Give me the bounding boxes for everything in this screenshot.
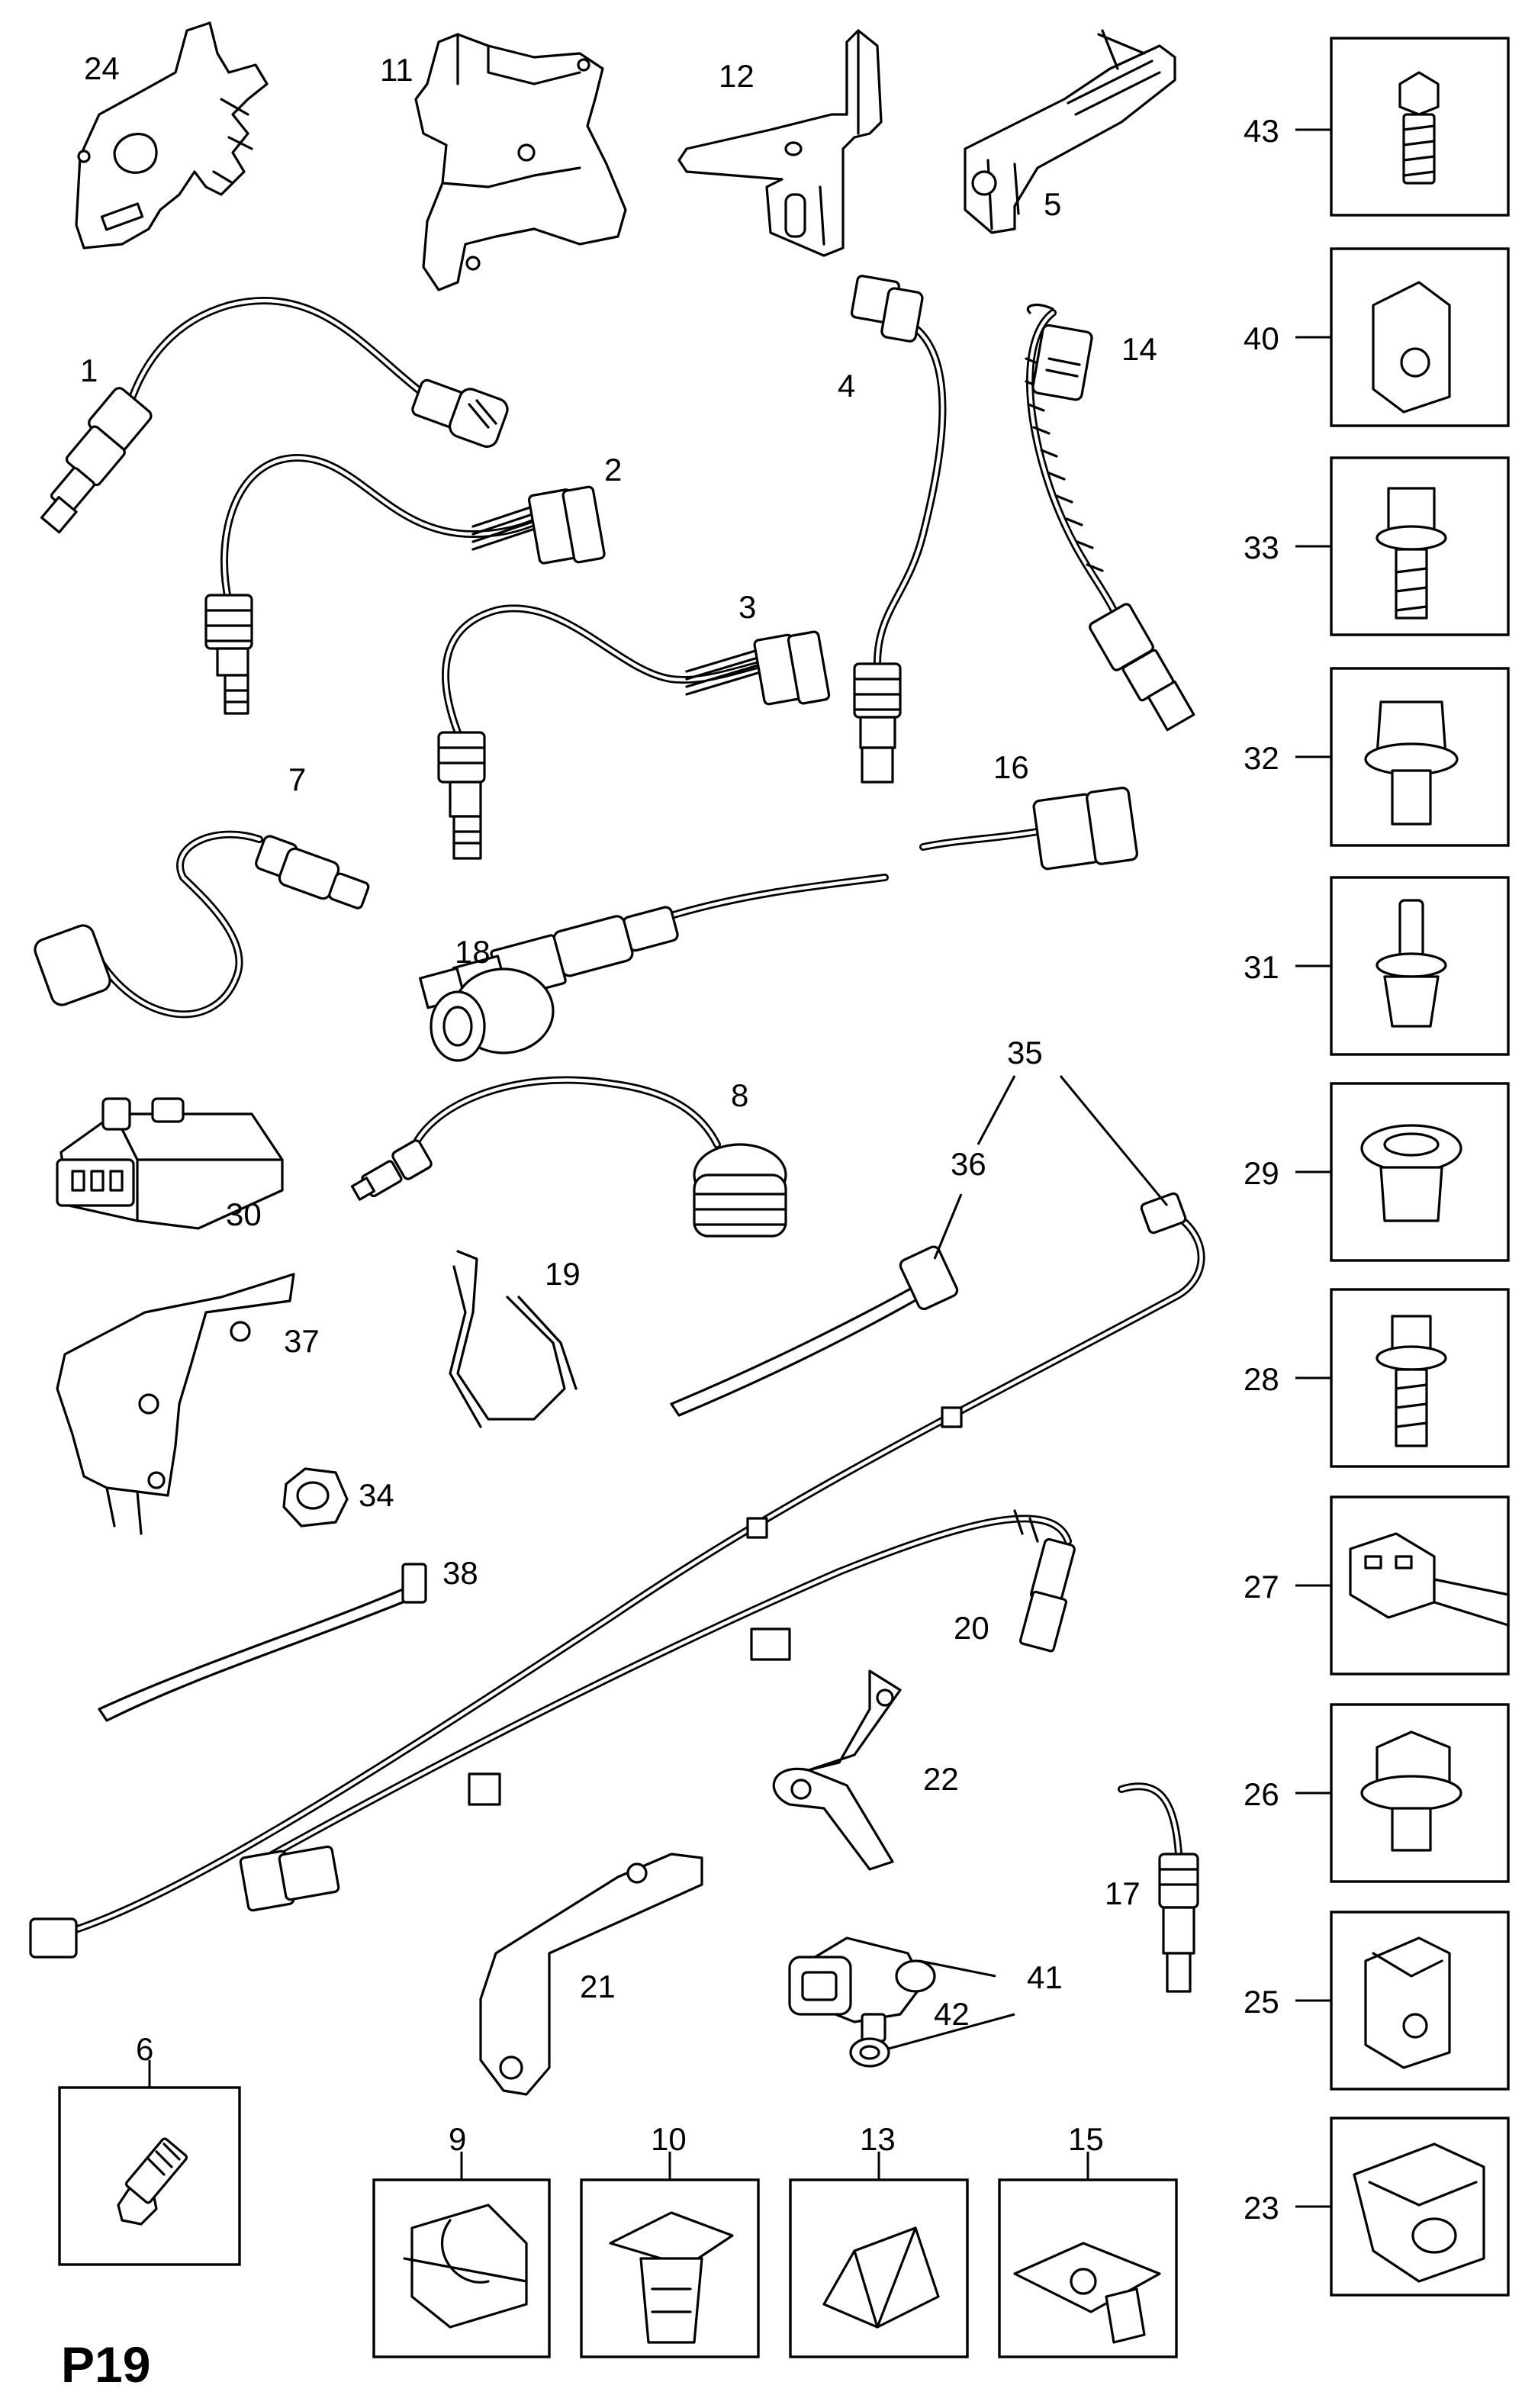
part-17-lambda-sensor[interactable] xyxy=(1118,1782,1199,1993)
callout-3: 3 xyxy=(738,589,756,625)
box-32[interactable] xyxy=(1330,667,1510,847)
callout-7: 7 xyxy=(288,761,306,797)
callout-4: 4 xyxy=(838,368,855,404)
callout-10: 10 xyxy=(651,2121,687,2157)
part-11-bracket[interactable] xyxy=(414,33,627,291)
callout-1: 1 xyxy=(80,353,98,388)
part-41-sensor[interactable] xyxy=(788,1936,936,2043)
callout-38: 38 xyxy=(442,1555,478,1591)
callout-25: 25 xyxy=(1244,1984,1279,2020)
callout-37: 37 xyxy=(284,1323,320,1359)
callout-43: 43 xyxy=(1244,113,1279,149)
part-12-bracket[interactable] xyxy=(677,29,883,257)
callout-28: 28 xyxy=(1244,1361,1279,1397)
callout-34: 34 xyxy=(359,1477,394,1513)
part-20-exhaust-sensor[interactable] xyxy=(239,1509,1076,1912)
callout-17: 17 xyxy=(1105,1875,1141,1911)
box-15[interactable] xyxy=(998,2178,1178,2358)
part-14-lambda-sensor[interactable] xyxy=(1025,303,1195,732)
box-25[interactable] xyxy=(1330,1911,1510,2091)
callout-22: 22 xyxy=(923,1761,959,1797)
part-2-lambda-sensor[interactable] xyxy=(204,453,606,715)
part-21-bracket[interactable] xyxy=(479,1853,703,2096)
callout-33: 33 xyxy=(1244,530,1279,565)
callout-41: 41 xyxy=(1027,1959,1063,1995)
leader-lines xyxy=(148,128,1331,2208)
part-24-bracket[interactable] xyxy=(75,21,269,249)
box-29[interactable] xyxy=(1330,1082,1510,1262)
box-31[interactable] xyxy=(1330,876,1510,1056)
box-40[interactable] xyxy=(1330,247,1510,427)
part-37-bracket[interactable] xyxy=(56,1273,295,1535)
callout-11: 11 xyxy=(380,52,413,88)
callout-23: 23 xyxy=(1244,2190,1279,2226)
box-10[interactable] xyxy=(580,2178,760,2358)
box-43[interactable] xyxy=(1330,37,1510,217)
part-42-seal[interactable] xyxy=(849,2037,890,2068)
part-1-lambda-sensor[interactable] xyxy=(40,297,510,534)
part-35-exhaust-sensor[interactable] xyxy=(29,1192,1205,1959)
part-30-pressure-sensor[interactable] xyxy=(56,1097,284,1230)
callout-24: 24 xyxy=(84,50,120,86)
callout-13: 13 xyxy=(860,2121,896,2157)
callout-40: 40 xyxy=(1244,320,1279,356)
part-3-lambda-sensor[interactable] xyxy=(437,604,831,860)
callout-14: 14 xyxy=(1121,331,1157,367)
part-38-cable-tie[interactable] xyxy=(98,1563,427,1722)
box-23[interactable] xyxy=(1330,2117,1510,2297)
callout-19: 19 xyxy=(545,1256,581,1292)
callout-27: 27 xyxy=(1244,1569,1279,1605)
part-7-temperature-sensor[interactable] xyxy=(32,830,370,1019)
callout-15: 15 xyxy=(1068,2121,1104,2157)
callout-31: 31 xyxy=(1244,949,1279,985)
callout-18: 18 xyxy=(455,934,491,970)
box-26[interactable] xyxy=(1330,1703,1510,1883)
callout-8: 8 xyxy=(731,1077,748,1113)
box-13[interactable] xyxy=(789,2178,969,2358)
part-4-lambda-sensor[interactable] xyxy=(850,275,947,784)
box-6[interactable] xyxy=(58,2086,241,2266)
box-33[interactable] xyxy=(1330,456,1510,636)
callout-16: 16 xyxy=(993,749,1029,785)
callout-20: 20 xyxy=(954,1610,989,1646)
callout-21: 21 xyxy=(580,1969,616,2004)
callout-36: 36 xyxy=(951,1146,986,1182)
callout-35: 35 xyxy=(1007,1035,1043,1070)
callout-30: 30 xyxy=(226,1196,262,1232)
callout-32: 32 xyxy=(1244,740,1279,776)
box-27[interactable] xyxy=(1330,1495,1510,1676)
box-9[interactable] xyxy=(372,2178,551,2358)
part-22-bracket[interactable] xyxy=(772,1669,902,1871)
callout-5: 5 xyxy=(1044,186,1061,222)
callout-6: 6 xyxy=(136,2031,153,2067)
callout-9: 9 xyxy=(449,2121,466,2157)
box-28[interactable] xyxy=(1330,1288,1510,1468)
callout-2: 2 xyxy=(604,452,622,488)
part-5-bracket[interactable] xyxy=(964,29,1176,234)
callout-26: 26 xyxy=(1244,1776,1279,1812)
part-8-temperature-sensor[interactable] xyxy=(350,1076,787,1238)
part-36-cable-tie[interactable] xyxy=(670,1244,959,1417)
callout-42: 42 xyxy=(934,1996,970,2032)
page-code: P19 xyxy=(61,2336,150,2393)
callout-12: 12 xyxy=(719,58,755,94)
callout-29: 29 xyxy=(1244,1155,1279,1191)
callout-labels: 1 2 3 4 5 6 7 8 9 10 11 12 13 14 15 16 1… xyxy=(80,50,1279,2226)
part-19-strap[interactable] xyxy=(449,1250,578,1428)
part-34-nut[interactable] xyxy=(282,1467,349,1528)
part-18-seal[interactable] xyxy=(430,967,555,1062)
